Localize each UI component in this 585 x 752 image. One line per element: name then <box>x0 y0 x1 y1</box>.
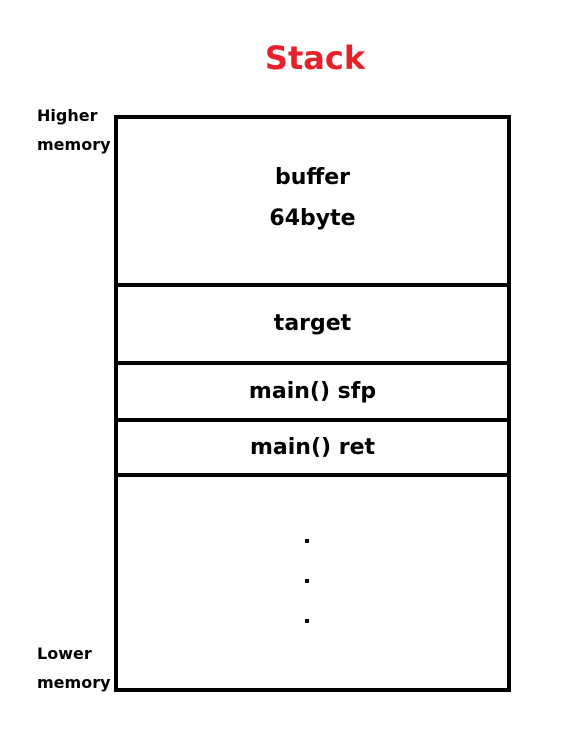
stack-frame: buffer 64byte target main() sfp main() r… <box>114 115 511 692</box>
stack-cell-sfp: main() sfp <box>118 365 507 422</box>
lower-memory-line2: memory <box>37 673 111 692</box>
lower-memory-label: Lower memory <box>37 639 111 697</box>
target-label: target <box>273 311 352 336</box>
ellipsis-dot <box>305 539 309 543</box>
higher-memory-line1: Higher <box>37 106 98 125</box>
ret-label: main() ret <box>249 435 376 460</box>
ellipsis-dot <box>305 619 309 623</box>
lower-memory-line1: Lower <box>37 644 92 663</box>
buffer-size-label: 64byte <box>269 206 356 231</box>
sfp-label: main() sfp <box>248 379 377 404</box>
stack-cell-buffer: buffer 64byte <box>118 119 507 287</box>
higher-memory-label: Higher memory <box>37 101 111 159</box>
ellipsis-dot <box>305 579 309 583</box>
stack-cell-ret: main() ret <box>118 422 507 477</box>
stack-cell-remaining <box>118 477 507 688</box>
buffer-label: buffer <box>274 165 350 190</box>
stack-cell-target: target <box>118 287 507 365</box>
diagram-title: Stack <box>264 39 366 77</box>
higher-memory-line2: memory <box>37 135 111 154</box>
